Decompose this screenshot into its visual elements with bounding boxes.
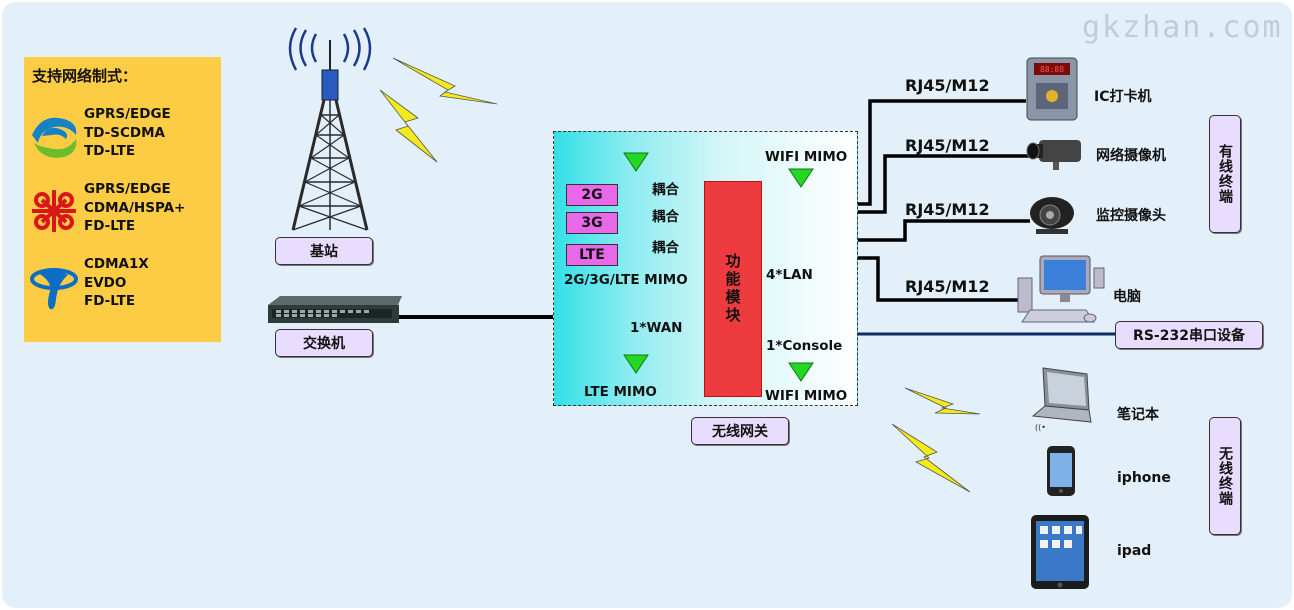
antenna-icon (623, 152, 649, 172)
lan-port-label: 4*LAN (766, 267, 813, 283)
network-standard: GPRS/EDGE (84, 181, 171, 197)
network-switch-icon (268, 296, 402, 323)
ipad-icon (1031, 515, 1089, 589)
lte-mimo-label: LTE MIMO (584, 384, 657, 400)
lightning-bolt-4 (891, 423, 971, 493)
china-mobile-logo-icon (32, 117, 77, 158)
band-lte: LTE (566, 244, 618, 266)
network-camera-icon (1026, 140, 1081, 170)
function-module: 功能模块 (704, 181, 762, 397)
operator-china-unicom: GPRS/EDGE CDMA/HSPA+ FD-LTE (24, 180, 221, 240)
coupling-label: 耦合 (652, 240, 679, 256)
device-label-dome-camera: 监控摄像头 (1096, 208, 1166, 224)
iphone-icon (1047, 446, 1075, 496)
wan-port-label: 1*WAN (630, 320, 683, 336)
wifi-mimo-bottom-label: WIFI MIMO (765, 388, 848, 404)
lightning-bolt-3 (904, 387, 981, 415)
device-label-pc: 电脑 (1113, 289, 1141, 305)
cable-label: RJ45/M12 (905, 76, 990, 95)
device-label-iphone: iphone (1117, 470, 1171, 486)
network-standard: FD-LTE (84, 218, 136, 234)
switch-label: 交换机 (275, 329, 373, 357)
operator-china-telecom: CDMA1X EVDO FD-LTE (24, 255, 221, 315)
svg-text:88:88: 88:88 (1040, 65, 1064, 74)
watermark: gkzhan.com (1082, 10, 1283, 45)
network-standards-box: 支持网络制式： GPRS/EDGE TD-SCDMA TD-LTE (24, 57, 221, 342)
cellular-mimo-label: 2G/3G/LTE MIMO (564, 272, 688, 288)
band-2g: 2G (566, 184, 618, 206)
network-standard: TD-SCDMA (84, 124, 165, 141)
network-standard: CDMA/HSPA+ (84, 199, 186, 216)
wired-terminal-tag: 有线终端 (1209, 115, 1241, 233)
device-label-ipad: ipad (1117, 543, 1152, 559)
china-unicom-logo-icon (32, 190, 76, 232)
operator-china-mobile-standards: GPRS/EDGE TD-SCDMA TD-LTE (84, 105, 171, 161)
cable-label: RJ45/M12 (905, 136, 990, 155)
desktop-computer-icon (1017, 255, 1105, 323)
wireless-terminal-tag: 无线终端 (1209, 417, 1241, 535)
network-standards-title: 支持网络制式： (32, 67, 138, 85)
antenna-icon (788, 362, 814, 382)
device-label-network-camera: 网络摄像机 (1096, 148, 1166, 164)
coupling-label: 耦合 (652, 182, 679, 198)
network-standard: EVDO (84, 274, 127, 291)
laptop-icon: ((• (1031, 367, 1092, 432)
gateway-label: 无线网关 (691, 417, 789, 445)
antenna-icon (788, 168, 814, 188)
network-standard: GPRS/EDGE (84, 106, 171, 122)
lightning-bolt-2 (379, 89, 438, 163)
ic-card-reader-icon: 88:88 (1026, 57, 1078, 121)
device-label-ic-card: IC打卡机 (1094, 89, 1152, 105)
rs232-device-label: RS-232串口设备 (1115, 321, 1263, 349)
network-standard: CDMA1X (84, 256, 149, 272)
operator-china-mobile: GPRS/EDGE TD-SCDMA TD-LTE (24, 105, 221, 165)
network-standard: TD-LTE (84, 143, 136, 159)
antenna-icon (623, 354, 649, 374)
device-label-laptop: 笔记本 (1117, 407, 1159, 423)
svg-text:((•: ((• (1035, 423, 1046, 432)
console-port-label: 1*Console (766, 338, 843, 354)
lightning-bolt-1 (392, 57, 498, 105)
operator-china-telecom-standards: CDMA1X EVDO FD-LTE (84, 255, 149, 311)
cable-label: RJ45/M12 (905, 200, 990, 219)
operator-china-unicom-standards: GPRS/EDGE CDMA/HSPA+ FD-LTE (84, 180, 185, 236)
base-station-tower-icon (288, 27, 372, 231)
base-station-label: 基站 (275, 237, 373, 265)
coupling-label: 耦合 (652, 209, 679, 225)
dome-camera-icon (1030, 197, 1074, 234)
wifi-mimo-top-label: WIFI MIMO (765, 149, 848, 165)
china-telecom-logo-icon (30, 268, 78, 310)
network-standard: FD-LTE (84, 293, 136, 309)
cable-label: RJ45/M12 (905, 277, 990, 296)
band-3g: 3G (566, 212, 618, 234)
